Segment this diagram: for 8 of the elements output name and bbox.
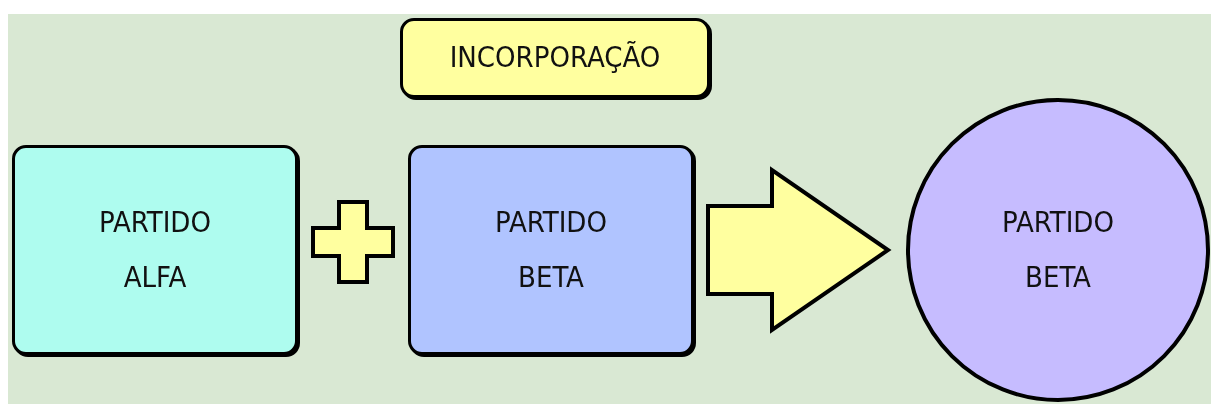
process-box [12,145,298,355]
node-label: PARTIDO ALFA [98,203,212,296]
title-box [400,18,710,98]
block-arrow [706,166,892,334]
process-box [408,145,694,355]
node-label: INCORPORAÇÃO [449,39,661,77]
node-label: PARTIDO BETA [1001,203,1115,296]
node-label: PARTIDO BETA [494,203,608,296]
